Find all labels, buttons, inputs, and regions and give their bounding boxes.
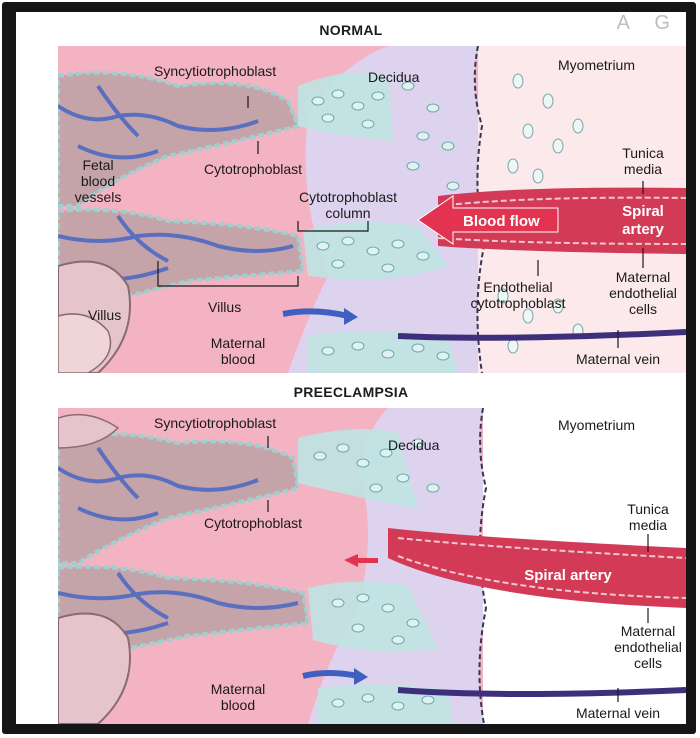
label-cytotrophoblast: Cytotrophoblast: [204, 515, 302, 531]
label-spiral-artery-line1: Spiral: [622, 203, 664, 220]
label-spiral-artery-line2: artery: [622, 221, 664, 238]
label-blood-flow: Blood flow: [463, 213, 540, 230]
preeclampsia-panel-title: PREECLAMPSIA: [16, 384, 686, 400]
normal-panel: Syncytiotrophoblast Decidua Myometrium F…: [58, 46, 686, 373]
label-cytotrophoblast: Cytotrophoblast: [204, 161, 302, 177]
label-tunica-media-line1: Tunica: [627, 501, 669, 517]
preeclampsia-panel: Syncytiotrophoblast Decidua Myometrium T…: [58, 408, 686, 724]
label-fetal-blood-vessels-line3: vessels: [75, 189, 122, 205]
label-myometrium: Myometrium: [558, 417, 635, 433]
label-spiral-artery: Spiral artery: [524, 567, 612, 584]
label-fetal-blood-vessels-line1: Fetal: [82, 157, 113, 173]
label-decidua: Decidua: [368, 69, 420, 85]
label-tunica-media-line2: media: [624, 161, 662, 177]
label-maternal-endothelial-cells-line3: cells: [629, 301, 657, 317]
label-maternal-endothelial-cells-line3: cells: [634, 655, 662, 671]
label-tunica-media-line2: media: [629, 517, 667, 533]
label-maternal-endothelial-cells-line2: endothelial: [609, 285, 677, 301]
label-maternal-blood-line2: blood: [221, 697, 255, 713]
label-cytotrophoblast-column-line1: Cytotrophoblast: [299, 189, 397, 205]
label-villus-left: Villus: [88, 307, 121, 323]
label-decidua: Decidua: [388, 437, 440, 453]
label-maternal-blood-line1: Maternal: [211, 681, 265, 697]
label-villus-center: Villus: [208, 299, 241, 315]
label-cytotrophoblast-column-line2: column: [325, 205, 370, 221]
label-syncytiotrophoblast: Syncytiotrophoblast: [154, 415, 276, 431]
label-myometrium: Myometrium: [558, 57, 635, 73]
normal-panel-title: NORMAL: [16, 22, 686, 38]
preeclampsia-illustration: Syncytiotrophoblast Decidua Myometrium T…: [58, 408, 686, 724]
normal-illustration: Syncytiotrophoblast Decidua Myometrium F…: [58, 46, 686, 373]
label-maternal-endothelial-cells-line1: Maternal: [616, 269, 670, 285]
label-maternal-vein: Maternal vein: [576, 351, 660, 367]
label-fetal-blood-vessels-line2: blood: [81, 173, 115, 189]
label-maternal-blood-line2: blood: [221, 351, 255, 367]
label-endothelial-cytotrophoblast-line2: cytotrophoblast: [471, 295, 566, 311]
label-syncytiotrophoblast: Syncytiotrophoblast: [154, 63, 276, 79]
label-tunica-media-line1: Tunica: [622, 145, 664, 161]
label-maternal-endothelial-cells-line2: endothelial: [614, 639, 682, 655]
label-endothelial-cytotrophoblast-line1: Endothelial: [483, 279, 552, 295]
label-maternal-endothelial-cells-line1: Maternal: [621, 623, 675, 639]
figure-canvas: A G NORMAL: [16, 12, 686, 724]
label-maternal-blood-line1: Maternal: [211, 335, 265, 351]
label-maternal-vein: Maternal vein: [576, 705, 660, 721]
